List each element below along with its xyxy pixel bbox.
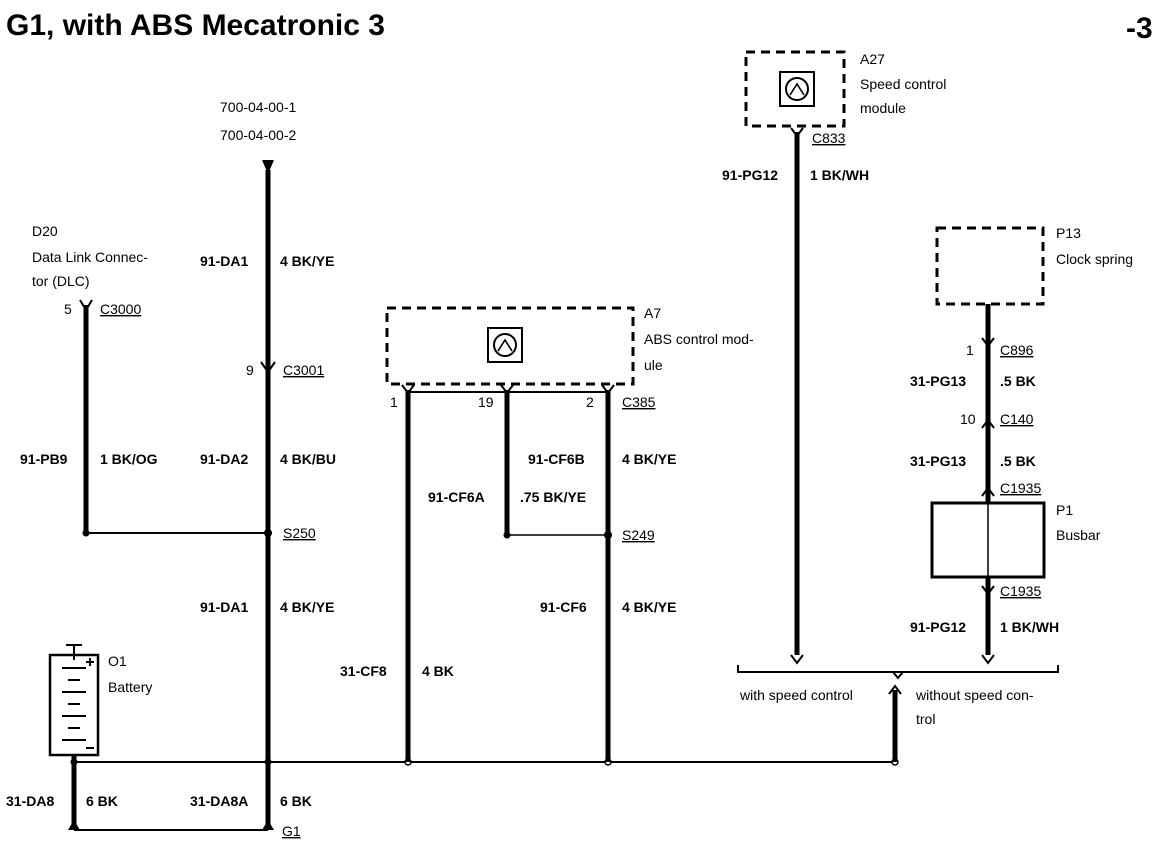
- wire-da2-circuit: 91-DA2: [200, 451, 248, 467]
- a27-name-line2: module: [860, 100, 906, 116]
- a27-id: A27: [860, 51, 885, 67]
- a7-pin-2: 2: [586, 394, 594, 410]
- connector-c3000-mark: [79, 299, 93, 312]
- wire-da1-bottom-spec: 4 BK/YE: [280, 599, 334, 615]
- c140-pin: 10: [960, 411, 976, 427]
- connector-c896-mark: [981, 337, 995, 348]
- wire-pg13-a-circuit: 31-PG13: [910, 373, 966, 389]
- connector-c1935-bottom: C1935: [1000, 583, 1041, 599]
- connector-c1935-mark: [981, 486, 995, 497]
- wire-pg12-top-circuit: 91-PG12: [722, 167, 778, 183]
- wire-pg12-top-spec: 1 BK/WH: [810, 167, 869, 183]
- module-icon-circle: [493, 333, 517, 357]
- c3001-pin: 9: [246, 362, 254, 378]
- wire-da8a-spec: 6 BK: [280, 793, 312, 809]
- wire-cf8-circuit: 31-CF8: [340, 663, 387, 679]
- wire-pb9-circuit: 91-PB9: [20, 451, 68, 467]
- module-icon-circle: [785, 77, 809, 101]
- wire-da8-spec: 6 BK: [86, 793, 118, 809]
- arrow-up-icon: [888, 684, 902, 695]
- arrow-down-icon: [790, 654, 804, 665]
- module-icon: [487, 327, 523, 363]
- wire-da1-top-circuit: 91-DA1: [200, 253, 248, 269]
- wire-da1-bottom-circuit: 91-DA1: [200, 599, 248, 615]
- p1-id: P1: [1056, 502, 1073, 518]
- wire-cf6b-circuit: 91-CF6B: [528, 451, 585, 467]
- a7-name-line2: ule: [644, 357, 663, 373]
- abs-module-box: [385, 306, 635, 386]
- connector-c3001-mark: [260, 361, 276, 374]
- option-without-line2: trol: [916, 711, 935, 727]
- option-with-speed-control: with speed control: [739, 687, 853, 703]
- splice-s250-dot: [264, 529, 272, 537]
- module-icon-mark: [497, 338, 513, 352]
- arrow-down-icon: [981, 654, 995, 665]
- connector-c1935-top: C1935: [1000, 480, 1041, 496]
- d20-id: D20: [32, 223, 58, 239]
- clock-spring-box: [935, 226, 1045, 306]
- a7-pin-19: 19: [478, 394, 494, 410]
- wire-da2-spec: 4 BK/BU: [280, 451, 336, 467]
- d20-name-line1: Data Link Connec-: [32, 249, 148, 265]
- connector-c385: C385: [622, 394, 656, 410]
- wire-da8a-circuit: 31-DA8A: [190, 793, 248, 809]
- reference-2: 700-04-00-2: [220, 127, 296, 143]
- c896-pin: 1: [966, 342, 974, 358]
- p13-name: Clock spring: [1056, 251, 1133, 267]
- connector-c140-mark: [981, 418, 995, 429]
- p13-id: P13: [1056, 225, 1081, 241]
- connector-c3001: C3001: [283, 362, 324, 378]
- speed-control-module-box: [744, 50, 846, 128]
- wire-da1-top-spec: 4 BK/YE: [280, 253, 334, 269]
- wire-pg12-bottom-spec: 1 BK/WH: [1000, 619, 1059, 635]
- a27-name-line1: Speed control: [860, 76, 946, 92]
- o1-id: O1: [108, 653, 127, 669]
- splice-s250: S250: [283, 525, 316, 541]
- d20-pin: 5: [64, 301, 72, 317]
- wire-cf6-spec: 4 BK/YE: [622, 599, 676, 615]
- ground-arrow-icon: [68, 820, 80, 830]
- wire-da8-circuit: 31-DA8: [6, 793, 54, 809]
- wire-pg13-a-spec: .5 BK: [1000, 373, 1036, 389]
- p1-name: Busbar: [1056, 527, 1101, 543]
- connector-c3000: C3000: [100, 301, 141, 317]
- a7-id: A7: [644, 305, 661, 321]
- page-number: -3: [1126, 12, 1153, 45]
- connector-c896: C896: [1000, 342, 1034, 358]
- wire-pb9-spec: 1 BK/OG: [100, 451, 158, 467]
- wire-pg13-b-spec: .5 BK: [1000, 453, 1036, 469]
- a7-pin-1: 1: [390, 394, 398, 410]
- splice-s249-dot: [604, 531, 612, 539]
- connector-c833: C833: [812, 130, 846, 146]
- wire-pg13-b-circuit: 31-PG13: [910, 453, 966, 469]
- wire-pg12-bottom-circuit: 91-PG12: [910, 619, 966, 635]
- arrow-down-icon: [262, 160, 274, 174]
- reference-1: 700-04-00-1: [220, 99, 296, 115]
- ground-g1-icon: [262, 820, 274, 830]
- a7-name-line1: ABS control mod-: [644, 331, 754, 347]
- wire-cf6-circuit: 91-CF6: [540, 599, 587, 615]
- connector-c140: C140: [1000, 411, 1034, 427]
- ground-g1: G1: [282, 823, 301, 839]
- page-title: G1, with ABS Mecatronic 3: [6, 9, 385, 42]
- battery-cells-icon: [62, 644, 94, 749]
- o1-name: Battery: [108, 679, 152, 695]
- d20-name-line2: tor (DLC): [32, 273, 90, 289]
- wire-cf8-spec: 4 BK: [422, 663, 454, 679]
- wire-cf6a-circuit: 91-CF6A: [428, 489, 485, 505]
- splice-s249: S249: [622, 527, 655, 543]
- connector-c1935-mark: [981, 585, 995, 596]
- junction-dot: [70, 758, 78, 766]
- option-bracket: [737, 665, 1059, 673]
- module-icon-mark: [789, 82, 805, 96]
- wire-cf6a-spec: .75 BK/YE: [520, 489, 586, 505]
- junction-dot: [264, 758, 272, 766]
- option-without-line1: without speed con-: [915, 687, 1034, 703]
- wire-cf6b-spec: 4 BK/YE: [622, 451, 676, 467]
- module-icon: [779, 71, 815, 107]
- option-divider: [892, 671, 904, 680]
- connector-c833-mark: [790, 127, 804, 138]
